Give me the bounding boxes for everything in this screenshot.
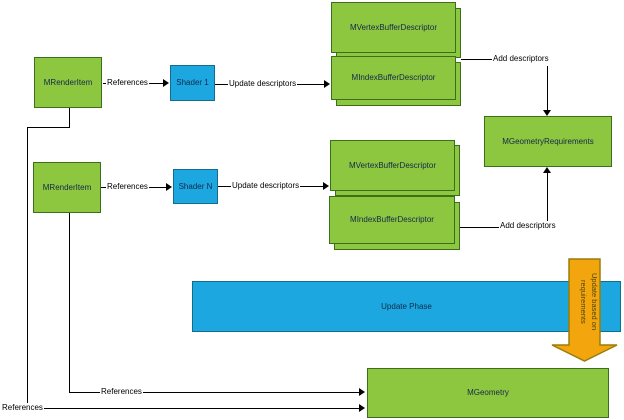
- node-geometry-requirements: MGeometryRequirements: [484, 116, 612, 167]
- connector-stack1-adddesc: [461, 59, 493, 60]
- arrowhead-to-geometry-2: [359, 388, 365, 396]
- connector-ri1-elbow-v1: [69, 108, 70, 127]
- node-index-buffer-1: MIndexBufferDescriptor: [331, 56, 456, 100]
- connector-ri1-elbow-h1: [27, 127, 70, 128]
- arrowhead-stack2: [323, 182, 329, 190]
- connector-ri1-elbow-v2: [27, 127, 28, 409]
- node-render-item-1: MRenderItem: [34, 57, 102, 108]
- connector-ri2-elbow-v: [69, 213, 70, 392]
- node-render-item-1-label: MRenderItem: [43, 77, 93, 87]
- arrowhead-to-geometry-1: [359, 404, 365, 412]
- node-shader-1: Shader 1: [170, 65, 215, 101]
- label-add-descriptors-2: Add descriptors: [499, 221, 557, 231]
- node-index-buffer-2: MIndexBufferDescriptor: [329, 196, 455, 244]
- arrowhead-shader1: [163, 79, 169, 87]
- connector-adddesc2-georeq: [547, 172, 548, 222]
- update-arrow-icon: [551, 258, 618, 362]
- node-shader-1-label: Shader 1: [176, 78, 209, 88]
- update-arrow-label: Update based on requirements: [579, 273, 599, 331]
- label-references-3: References: [100, 387, 143, 397]
- node-geometry-requirements-label: MGeometryRequirements: [502, 136, 594, 146]
- node-render-item-2-label: MRenderItem: [42, 182, 92, 192]
- node-geometry: MGeometry: [367, 368, 609, 418]
- node-update-phase-label: Update Phase: [381, 301, 432, 311]
- node-vertex-buffer-2-label: MVertexBufferDescriptor: [349, 160, 436, 170]
- node-shader-n: Shader N: [173, 169, 218, 204]
- node-vertex-buffer-2: MVertexBufferDescriptor: [330, 140, 455, 191]
- node-vertex-buffer-1: MVertexBufferDescriptor: [331, 2, 456, 53]
- node-shader-n-label: Shader N: [178, 181, 213, 191]
- node-vertex-buffer-1-label: MVertexBufferDescriptor: [350, 22, 437, 32]
- label-references-4: References: [1, 403, 44, 413]
- label-update-descriptors-1: Update descriptors: [228, 79, 298, 89]
- connector-ri1-elbow-h2: [27, 408, 361, 409]
- label-references-2: References: [106, 182, 149, 192]
- connector-ri2-elbow-h: [69, 392, 361, 393]
- connector-stack2-adddesc: [457, 227, 500, 228]
- node-geometry-label: MGeometry: [467, 388, 509, 398]
- arrowhead-stack1: [324, 80, 330, 88]
- arrowhead-georeq-bottom: [543, 167, 551, 173]
- node-render-item-2: MRenderItem: [33, 162, 101, 213]
- label-add-descriptors-1: Add descriptors: [492, 54, 550, 64]
- arrowhead-georeq-top: [543, 110, 551, 116]
- label-update-descriptors-2: Update descriptors: [231, 181, 301, 191]
- node-index-buffer-1-label: MIndexBufferDescriptor: [351, 73, 436, 83]
- connector-adddesc1-georeq: [547, 66, 548, 111]
- node-update-phase: Update Phase: [192, 281, 621, 332]
- label-references-1: References: [106, 78, 149, 88]
- arrowhead-shadern: [166, 183, 172, 191]
- node-index-buffer-2-label: MIndexBufferDescriptor: [350, 215, 434, 225]
